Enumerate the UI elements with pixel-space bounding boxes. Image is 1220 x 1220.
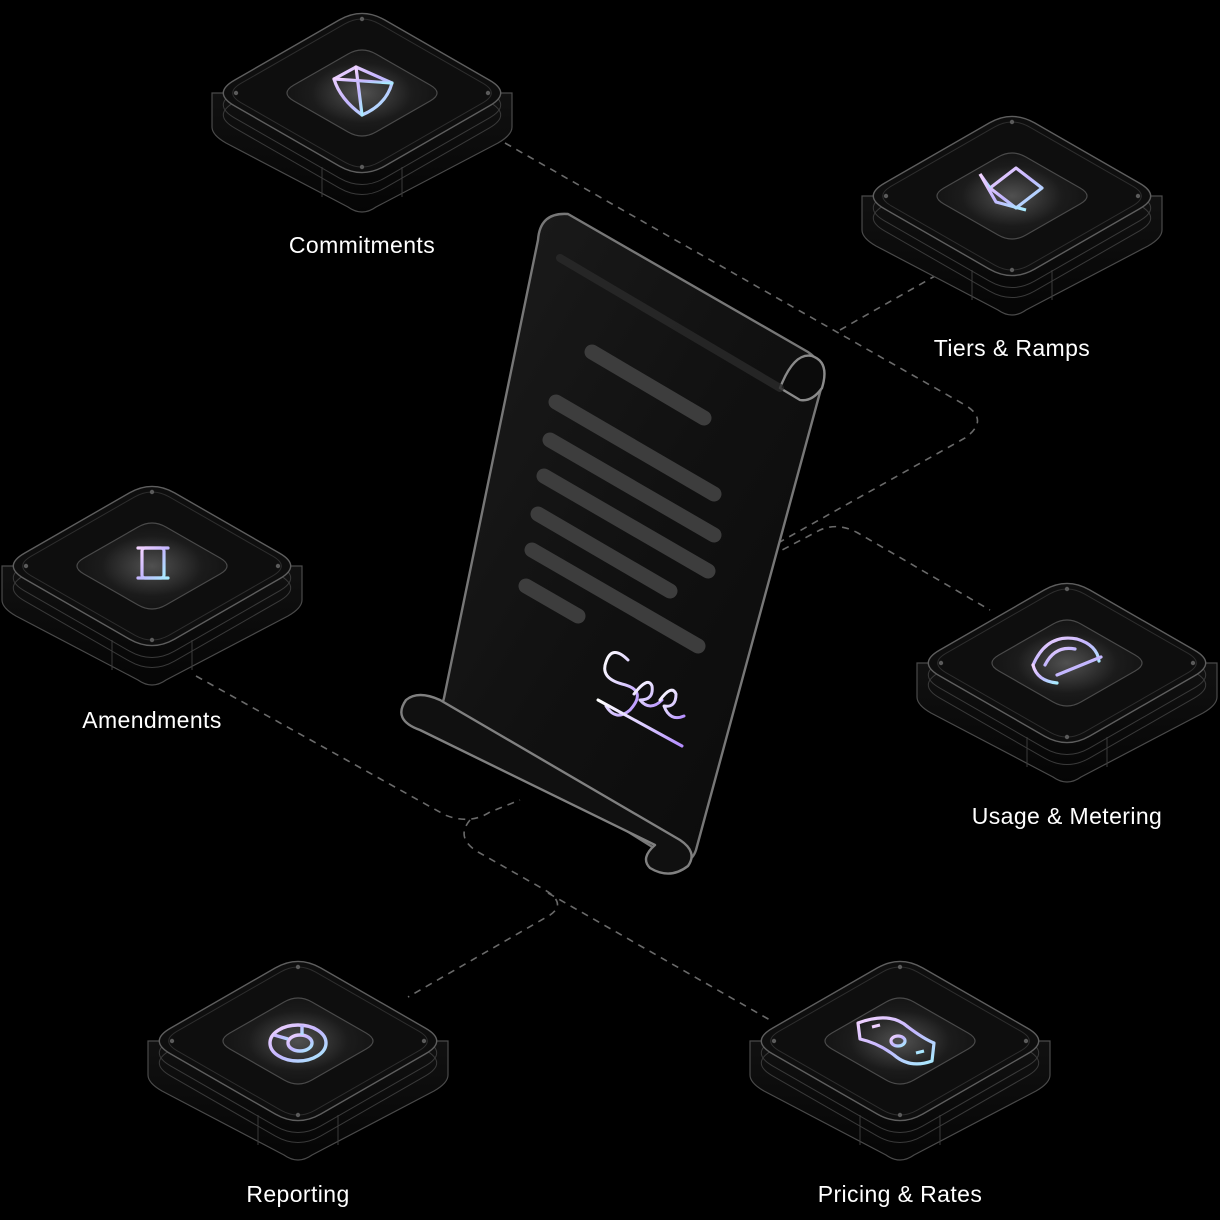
label-amendments: Amendments: [82, 707, 222, 733]
label-pricing-rates: Pricing & Rates: [817, 1181, 983, 1207]
document-text-line-3: [536, 468, 716, 579]
document-bottom-curl: [400, 693, 693, 875]
document-text-line-5: [524, 542, 706, 654]
platform-commitments: [211, 12, 513, 213]
layers-icon: [978, 166, 1044, 212]
connector-lines: [195, 142, 991, 1021]
gavel-icon: [110, 546, 170, 580]
platform-pricing: [749, 960, 1051, 1161]
label-tiers-ramps: Tiers & Ramps: [933, 335, 1091, 361]
gauge-icon: [1031, 636, 1103, 685]
label-usage-metering: Usage & Metering: [971, 803, 1163, 829]
label-reporting: Reporting: [246, 1181, 350, 1207]
shield-icon: [332, 65, 394, 117]
document-top-curl: [778, 354, 826, 402]
connector-line-1: [839, 275, 936, 331]
connector-line-4: [407, 819, 559, 998]
document-text-line-4: [530, 506, 678, 599]
label-commitments: Commitments: [288, 232, 436, 258]
connector-line-0: [504, 142, 979, 691]
document-text-line-1: [548, 394, 722, 502]
connector-line-5: [547, 892, 771, 1021]
banknote-icon: [856, 1016, 936, 1066]
contract-document-icon: [400, 212, 826, 875]
platform-group: [1, 12, 1218, 1161]
document-text-line-0: [584, 344, 712, 426]
platform-reporting: [147, 960, 449, 1161]
document-text-line-6: [518, 578, 586, 624]
platform-amendments: [1, 485, 303, 686]
platform-tiers: [861, 115, 1163, 316]
signature-icon: [596, 651, 686, 748]
connector-line-2: [747, 525, 991, 611]
donut-chart-icon: [268, 1023, 328, 1063]
document-text-line-2: [542, 432, 722, 543]
platform-usage: [916, 582, 1218, 783]
